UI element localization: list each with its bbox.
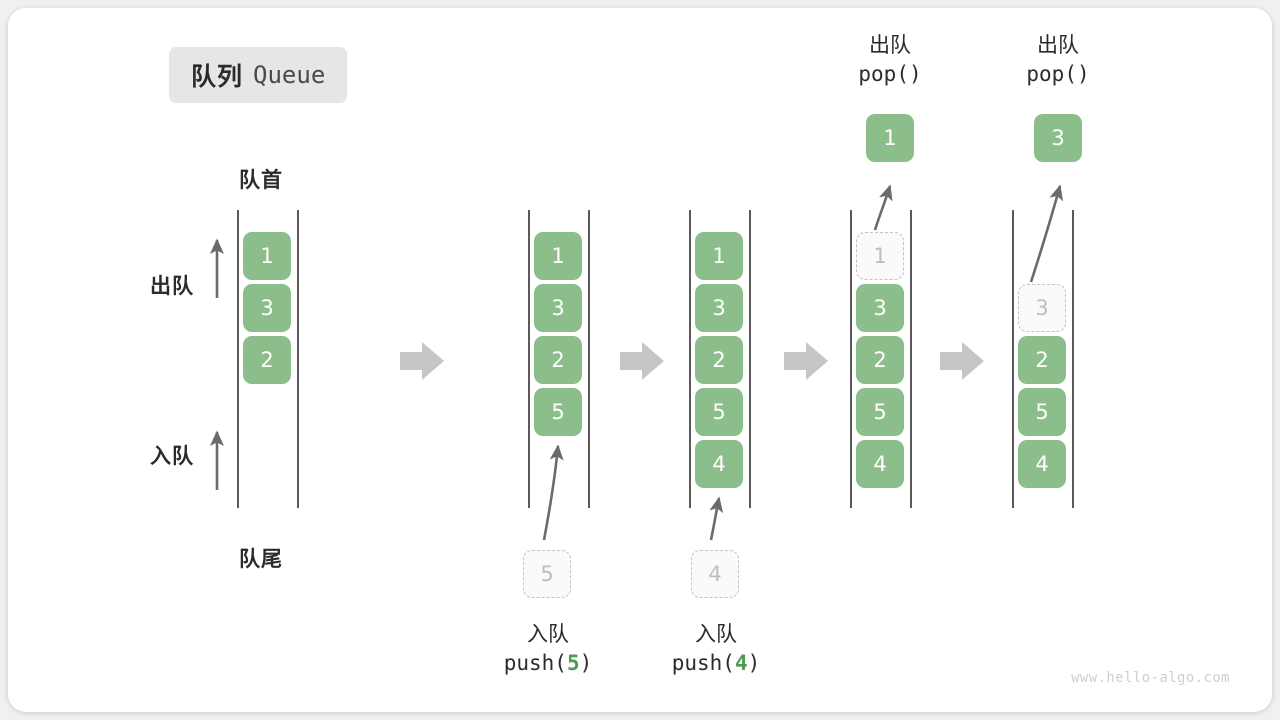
diagram-canvas: 队列 Queue 队首 队尾 出队 入队 1 3 2 1 3 2 5 5 入队 …: [8, 8, 1272, 712]
title-badge: 队列 Queue: [169, 47, 348, 103]
step-arrow: [784, 342, 828, 380]
queue-rail-left-5: [1012, 210, 1014, 508]
queue-cell: 3: [695, 284, 743, 332]
queue-cell: 1: [695, 232, 743, 280]
rear-label: 队尾: [239, 547, 283, 571]
pop-1-caption-cn: 出队: [869, 33, 911, 57]
queue-cell: 4: [856, 440, 904, 488]
queue-cell: 1: [243, 232, 291, 280]
popped-cell: 1: [866, 114, 914, 162]
queue-cell: 2: [534, 336, 582, 384]
popped-cell: 3: [1034, 114, 1082, 162]
queue-cell: 3: [856, 284, 904, 332]
push-4-motion-arrow: [709, 496, 724, 541]
queue-cell: 5: [1018, 388, 1066, 436]
push-5-caption-cn: 入队: [527, 622, 569, 646]
queue-cell-ghost: 3: [1018, 284, 1066, 332]
queue-rail-left-4: [850, 210, 852, 508]
push-4-prefix: push(: [671, 650, 735, 675]
queue-rail-right-2: [588, 210, 590, 508]
queue-cell: 4: [695, 440, 743, 488]
queue-cell: 3: [243, 284, 291, 332]
push-4-caption-code: push(4): [622, 649, 810, 678]
queue-cell: 5: [695, 388, 743, 436]
pop-3-caption-cn: 出队: [1037, 33, 1079, 57]
incoming-ghost-cell: 5: [523, 550, 571, 598]
queue-rail-right-1: [297, 210, 299, 508]
push-5-value: 5: [566, 650, 580, 675]
queue-cell: 3: [534, 284, 582, 332]
queue-rail-right-3: [749, 210, 751, 508]
step-arrow: [940, 342, 984, 380]
queue-cell: 2: [695, 336, 743, 384]
push-4-caption-cn: 入队: [695, 622, 737, 646]
front-label: 队首: [239, 168, 283, 192]
incoming-ghost-cell: 4: [691, 550, 739, 598]
queue-cell: 4: [1018, 440, 1066, 488]
push-5-suffix: ): [579, 650, 593, 675]
step-arrow: [400, 342, 444, 380]
pop-3-caption: 出队 pop(): [964, 31, 1152, 89]
pop-1-caption-code: pop(): [858, 61, 922, 86]
queue-rail-left-2: [528, 210, 530, 508]
pop-1-caption: 出队 pop(): [796, 31, 984, 89]
pop-3-motion-arrow: [1029, 184, 1064, 283]
enqueue-label: 入队: [150, 444, 194, 468]
arrows-overlay: [209, 184, 1064, 541]
push-4-value: 4: [734, 650, 748, 675]
watermark: www.hello-algo.com: [1071, 670, 1230, 686]
push-4-caption: 入队 push(4): [622, 620, 810, 678]
step-arrow: [620, 342, 664, 380]
queue-cell: 2: [1018, 336, 1066, 384]
push-5-caption-code: push(5): [454, 649, 642, 678]
queue-cell: 5: [534, 388, 582, 436]
dequeue-label: 出队: [150, 274, 194, 298]
title-cn: 队列: [191, 62, 244, 91]
queue-cell: 2: [856, 336, 904, 384]
push-5-motion-arrow: [542, 444, 564, 541]
queue-cell-ghost: 1: [856, 232, 904, 280]
queue-rail-right-4: [910, 210, 912, 508]
title-en: Queue: [253, 61, 326, 89]
queue-rail-left-3: [689, 210, 691, 508]
queue-cell: 2: [243, 336, 291, 384]
queue-cell: 1: [534, 232, 582, 280]
push-5-prefix: push(: [503, 650, 567, 675]
push-4-suffix: ): [747, 650, 761, 675]
queue-rail-right-5: [1072, 210, 1074, 508]
push-5-caption: 入队 push(5): [454, 620, 642, 678]
queue-cell: 5: [856, 388, 904, 436]
queue-rail-left-1: [237, 210, 239, 508]
pop-3-caption-code: pop(): [1026, 61, 1090, 86]
pop-1-motion-arrow: [873, 184, 893, 231]
